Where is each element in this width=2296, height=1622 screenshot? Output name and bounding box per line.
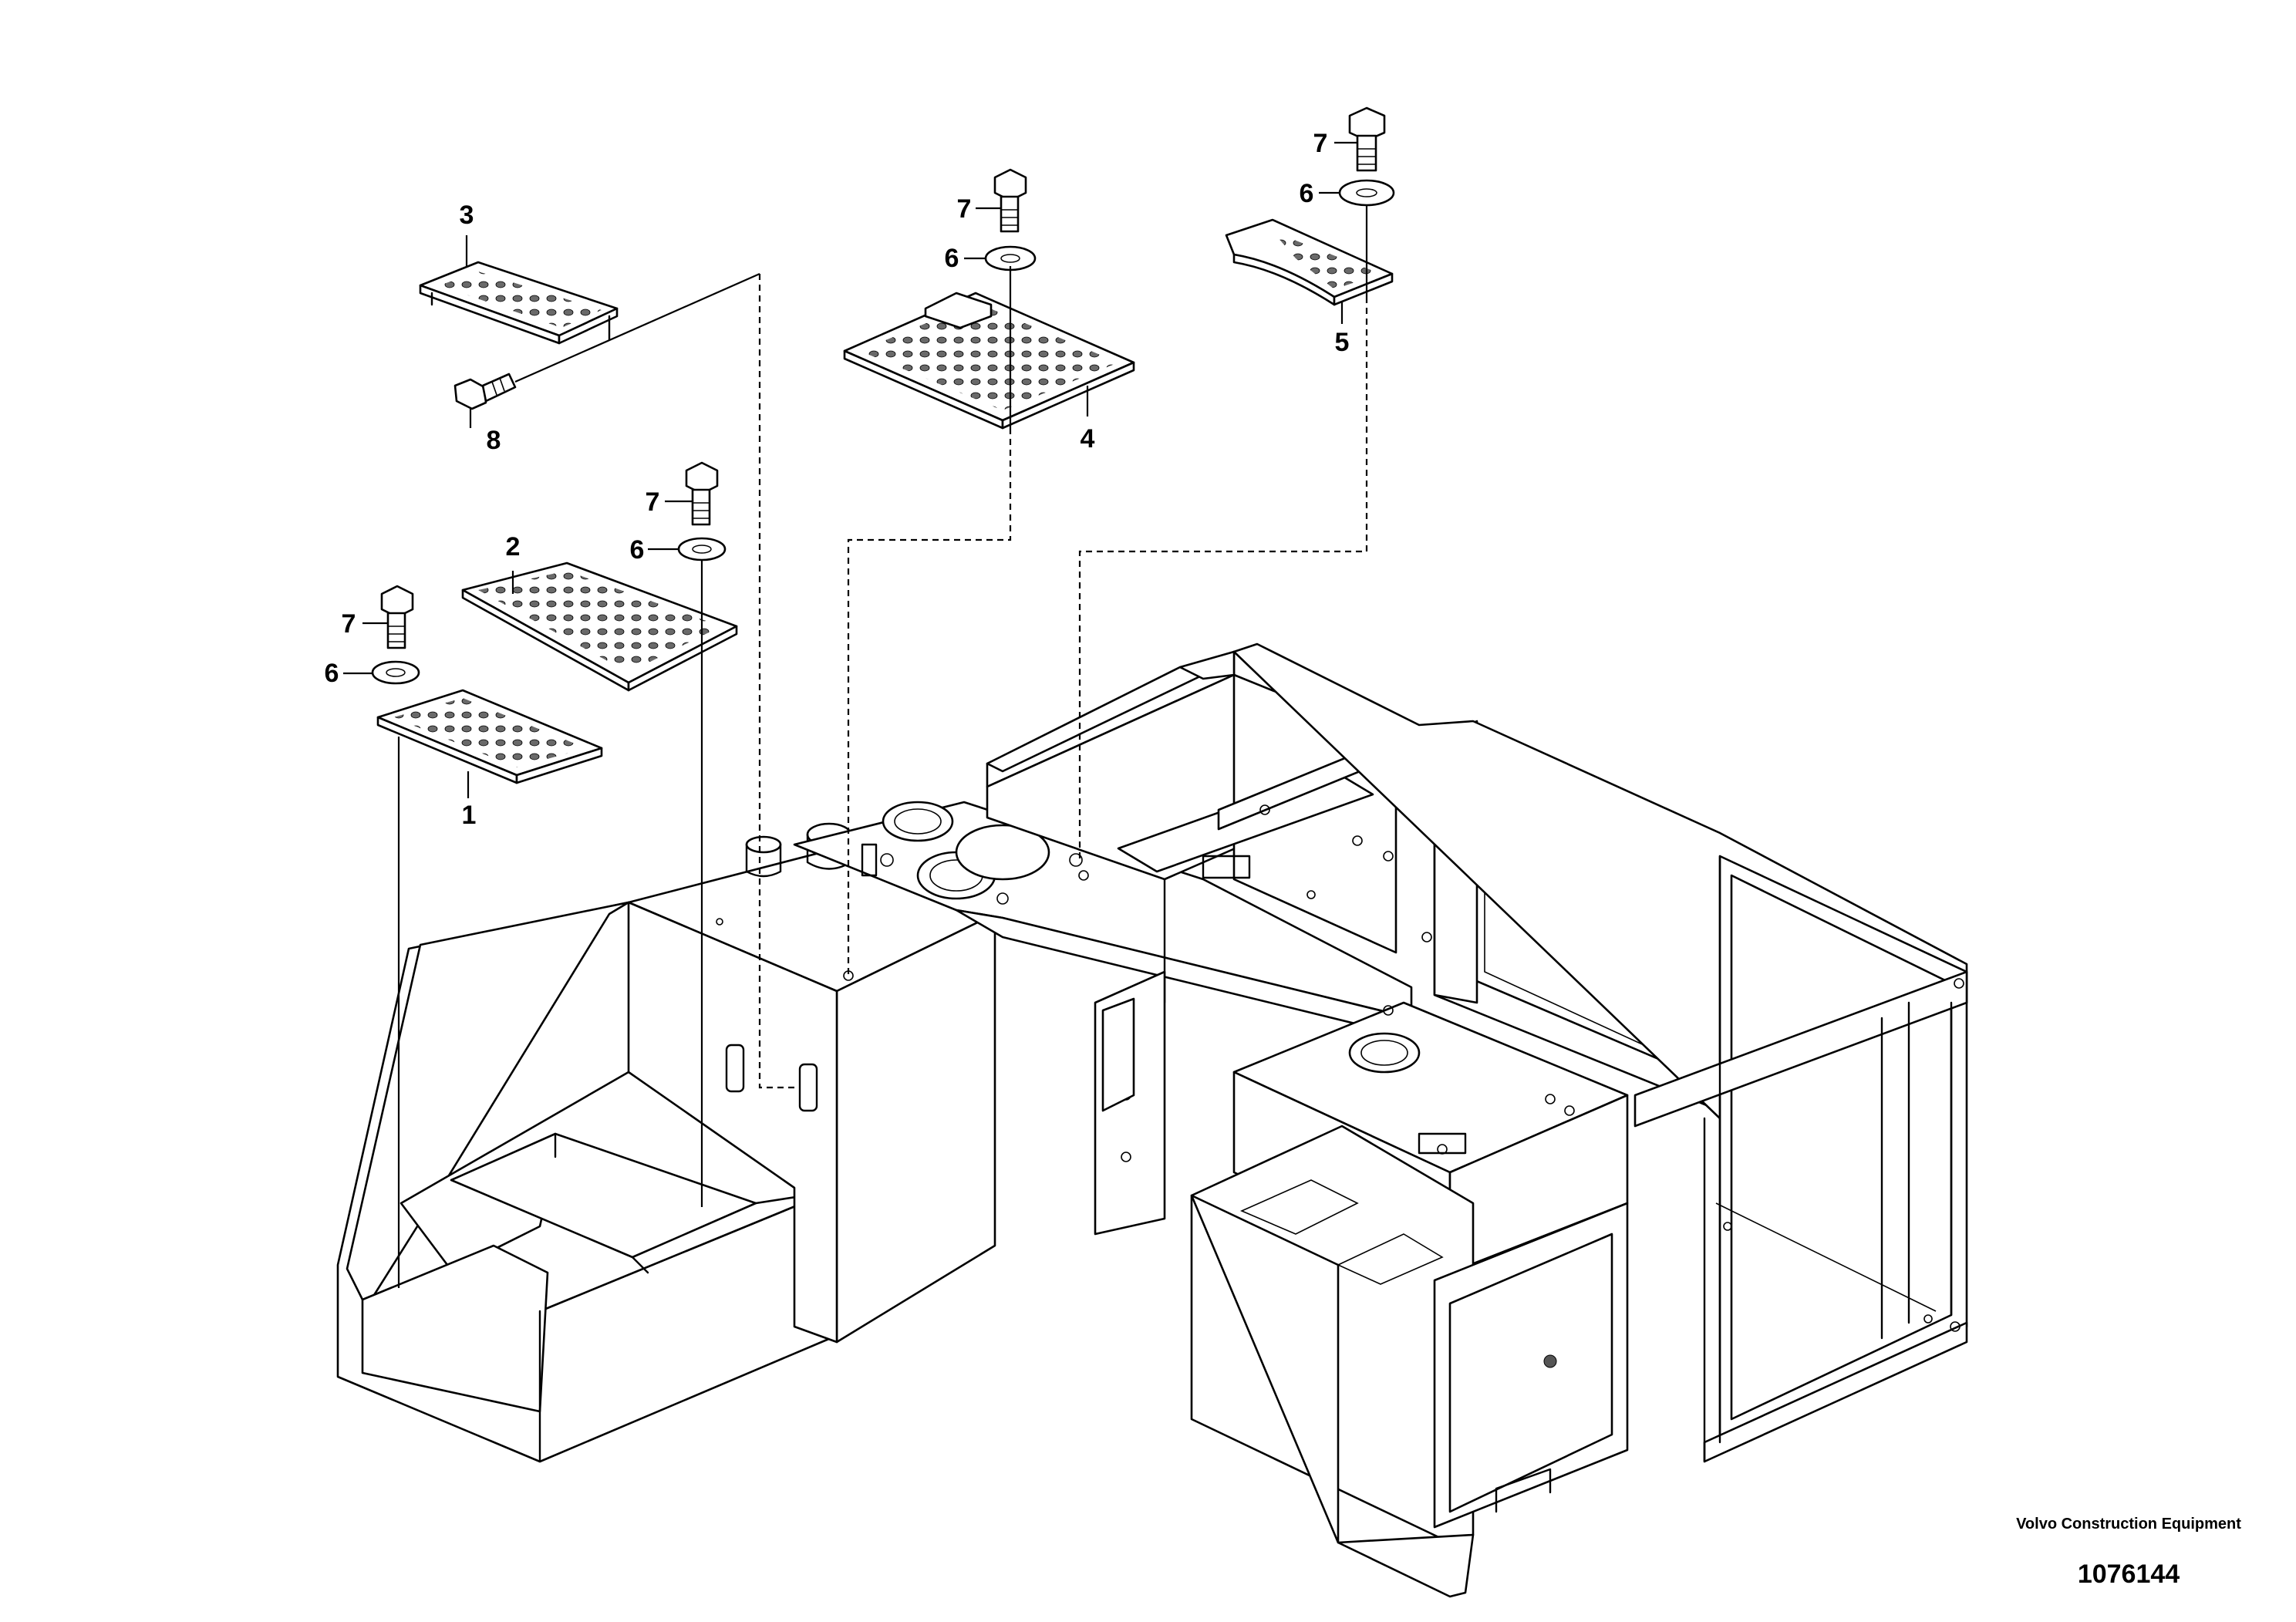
callout-2: 2 (506, 532, 521, 561)
bolt-7-a (380, 585, 414, 649)
washer-6-c (984, 245, 1037, 271)
tread-plate-4 (843, 292, 1135, 430)
tread-plate-1 (376, 689, 603, 784)
assembly-lines (397, 204, 1368, 1288)
outer-rear-frame (986, 642, 1968, 1463)
callout-5: 5 (1335, 328, 1350, 357)
top-cover-plate (793, 801, 1413, 1039)
company-name: Volvo Construction Equipment (2016, 1516, 2241, 1533)
bolt-8 (453, 373, 517, 410)
drawing-number: 1076144 (2077, 1560, 2180, 1589)
tread-plate-3 (419, 261, 619, 345)
callout-6-d: 6 (1300, 179, 1314, 208)
washer-6-b (677, 537, 727, 561)
callout-1: 1 (462, 801, 477, 830)
callout-leaders (343, 141, 1357, 798)
bolt-7-c (993, 168, 1027, 233)
bolt-7-b (685, 461, 719, 526)
washer-6-d (1338, 179, 1395, 207)
washer-6-a (371, 660, 420, 685)
callout-7-c: 7 (957, 194, 972, 224)
callout-7-d: 7 (1313, 129, 1328, 158)
center-tank-box (1190, 1001, 1629, 1598)
callout-6-c: 6 (945, 244, 959, 273)
callout-7-b: 7 (646, 487, 660, 517)
callout-8: 8 (487, 426, 501, 455)
tread-plate-2 (461, 561, 738, 692)
callout-6-b: 6 (630, 535, 645, 565)
callout-4: 4 (1081, 424, 1095, 454)
callout-3: 3 (460, 201, 474, 230)
bolt-7-d (1348, 106, 1386, 172)
callout-labels: 1 2 3 4 5 6 6 6 6 7 7 7 7 8 (325, 129, 1350, 830)
machine-frame-assembly (336, 642, 1968, 1598)
tread-plate-5 (1225, 218, 1394, 306)
callout-6-a: 6 (325, 659, 339, 688)
callout-7-a: 7 (342, 609, 356, 639)
